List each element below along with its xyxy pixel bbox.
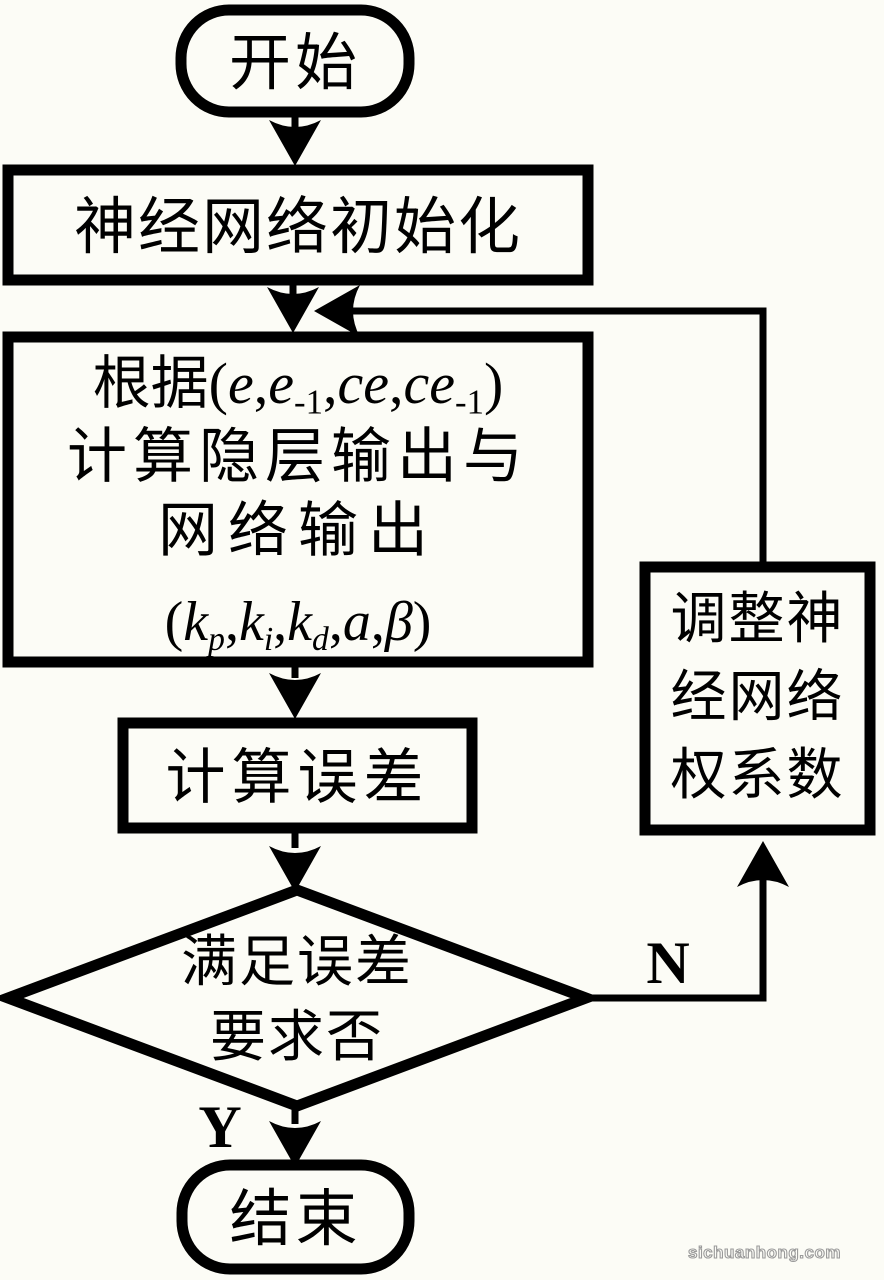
comma: , <box>273 591 288 653</box>
edge-decision-adjust-no <box>584 876 767 1002</box>
init-node-label: 神经网络初始化 <box>73 194 522 262</box>
var-e: e <box>228 351 254 416</box>
arrowhead-compute-calc <box>269 673 321 719</box>
comma: , <box>253 351 269 416</box>
arrowhead-decision-end <box>269 1121 321 1167</box>
comma: , <box>328 591 343 653</box>
close-paren: ) <box>412 591 432 653</box>
var-ce: ce <box>337 351 390 416</box>
var-k: k <box>287 591 313 653</box>
subscript-i: i <box>263 621 274 659</box>
yes-branch-label: Y <box>198 1094 242 1160</box>
decision-node-line2: 要求否 <box>210 1007 384 1069</box>
arrowhead-feedback-left <box>314 285 360 337</box>
subscript-minus1: -1 <box>294 382 323 422</box>
start-node-label: 开始 <box>228 30 361 98</box>
arrowhead-calc-decision <box>269 846 321 892</box>
edge-adjust-compute-feedback <box>352 307 767 567</box>
arrowhead-decision-adjust <box>737 841 789 887</box>
arrowhead-start-init <box>269 120 321 166</box>
watermark-text: sichuanhong.com <box>687 1242 841 1262</box>
var-e: e <box>268 351 294 416</box>
subscript-p: p <box>208 621 225 659</box>
var-beta: β <box>384 591 413 653</box>
var-alpha: a <box>342 591 371 653</box>
arrowhead-init-compute <box>267 287 319 333</box>
adjust-node-line1: 调整神 <box>670 589 845 651</box>
compute-node-line3: 网络输出 <box>158 498 438 564</box>
open-paren: ( <box>164 591 184 653</box>
adjust-process-shape <box>639 561 876 836</box>
compute-node-line1: 根据(e,e-1,ce,ce-1) <box>8 352 588 422</box>
adjust-node-label: 调整神 经网络 权系数 <box>645 581 870 815</box>
decision-node-line1: 满足误差 <box>181 932 413 994</box>
comma: , <box>370 591 385 653</box>
comma: , <box>323 351 338 416</box>
compute-node-line2: 计算隐层输出与 <box>67 424 529 490</box>
var-k: k <box>183 591 209 653</box>
subscript-minus1: -1 <box>455 382 484 422</box>
end-node-label: 结束 <box>229 1186 362 1254</box>
adjust-node-line2: 经网络 <box>670 667 845 729</box>
init-process-shape <box>2 164 594 286</box>
comma: , <box>389 351 404 416</box>
subscript-d: d <box>312 621 329 659</box>
no-branch-label: N <box>646 930 690 996</box>
compute-line1-prefix: 根据( <box>92 351 228 416</box>
calc-error-node-label: 计算误差 <box>165 745 430 811</box>
adjust-node-line3: 权系数 <box>670 745 845 807</box>
compute-node-line4: (kp,ki,kd,a,β) <box>8 591 588 659</box>
comma: , <box>224 591 239 653</box>
close-paren: ) <box>484 351 504 416</box>
var-ce: ce <box>403 351 456 416</box>
var-k: k <box>238 591 264 653</box>
decision-diamond-shape <box>0 884 602 1112</box>
